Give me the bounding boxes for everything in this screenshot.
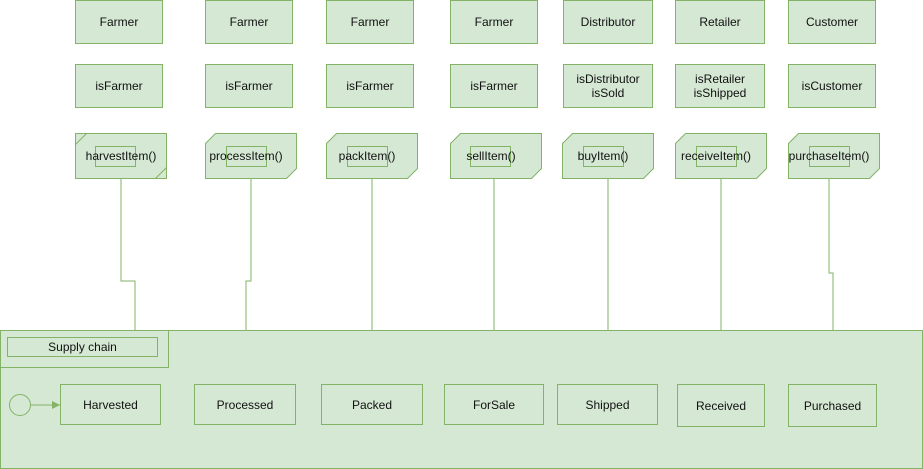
actor-box-1 — [75, 0, 163, 44]
state-box-processed — [194, 384, 296, 425]
role-box-3 — [326, 64, 414, 108]
function-inner-sell — [470, 146, 511, 167]
function-shape-buy — [562, 133, 654, 179]
role-box-4 — [450, 64, 538, 108]
state-box-received — [677, 384, 765, 427]
actor-box-7 — [788, 0, 876, 44]
function-shape-process — [205, 133, 297, 179]
function-shape-sell — [450, 133, 542, 179]
start-node — [9, 394, 31, 416]
function-shape-harvest — [75, 133, 167, 179]
function-shape-purchase — [788, 133, 880, 179]
function-shape-pack — [326, 133, 418, 179]
state-box-shipped — [557, 384, 658, 425]
state-box-packed — [321, 384, 423, 425]
actor-box-2 — [205, 0, 293, 44]
state-box-purchased — [788, 384, 877, 427]
function-inner-receive — [696, 146, 737, 167]
function-inner-buy — [583, 146, 624, 167]
function-inner-pack — [347, 146, 388, 167]
role-box-6 — [675, 64, 765, 108]
role-box-2 — [205, 64, 293, 108]
role-box-5 — [563, 64, 653, 108]
actor-box-5 — [563, 0, 653, 44]
function-shape-harvest-corner-tl — [75, 133, 87, 145]
function-inner-harvest — [95, 146, 136, 167]
supply-chain-title-box — [7, 337, 158, 357]
state-box-forsale — [444, 384, 544, 425]
function-shape-harvest-corner-br — [155, 167, 167, 179]
connector-purchase — [828, 167, 837, 384]
supply-chain-tab — [0, 330, 169, 368]
function-inner-process — [226, 146, 267, 167]
state-box-harvested — [60, 384, 161, 425]
role-box-7 — [788, 64, 876, 108]
actor-box-6 — [675, 0, 765, 44]
function-inner-purchase — [809, 146, 850, 167]
role-box-1 — [75, 64, 163, 108]
function-shape-receive — [675, 133, 767, 179]
actor-box-3 — [326, 0, 414, 44]
actor-box-4 — [450, 0, 538, 44]
